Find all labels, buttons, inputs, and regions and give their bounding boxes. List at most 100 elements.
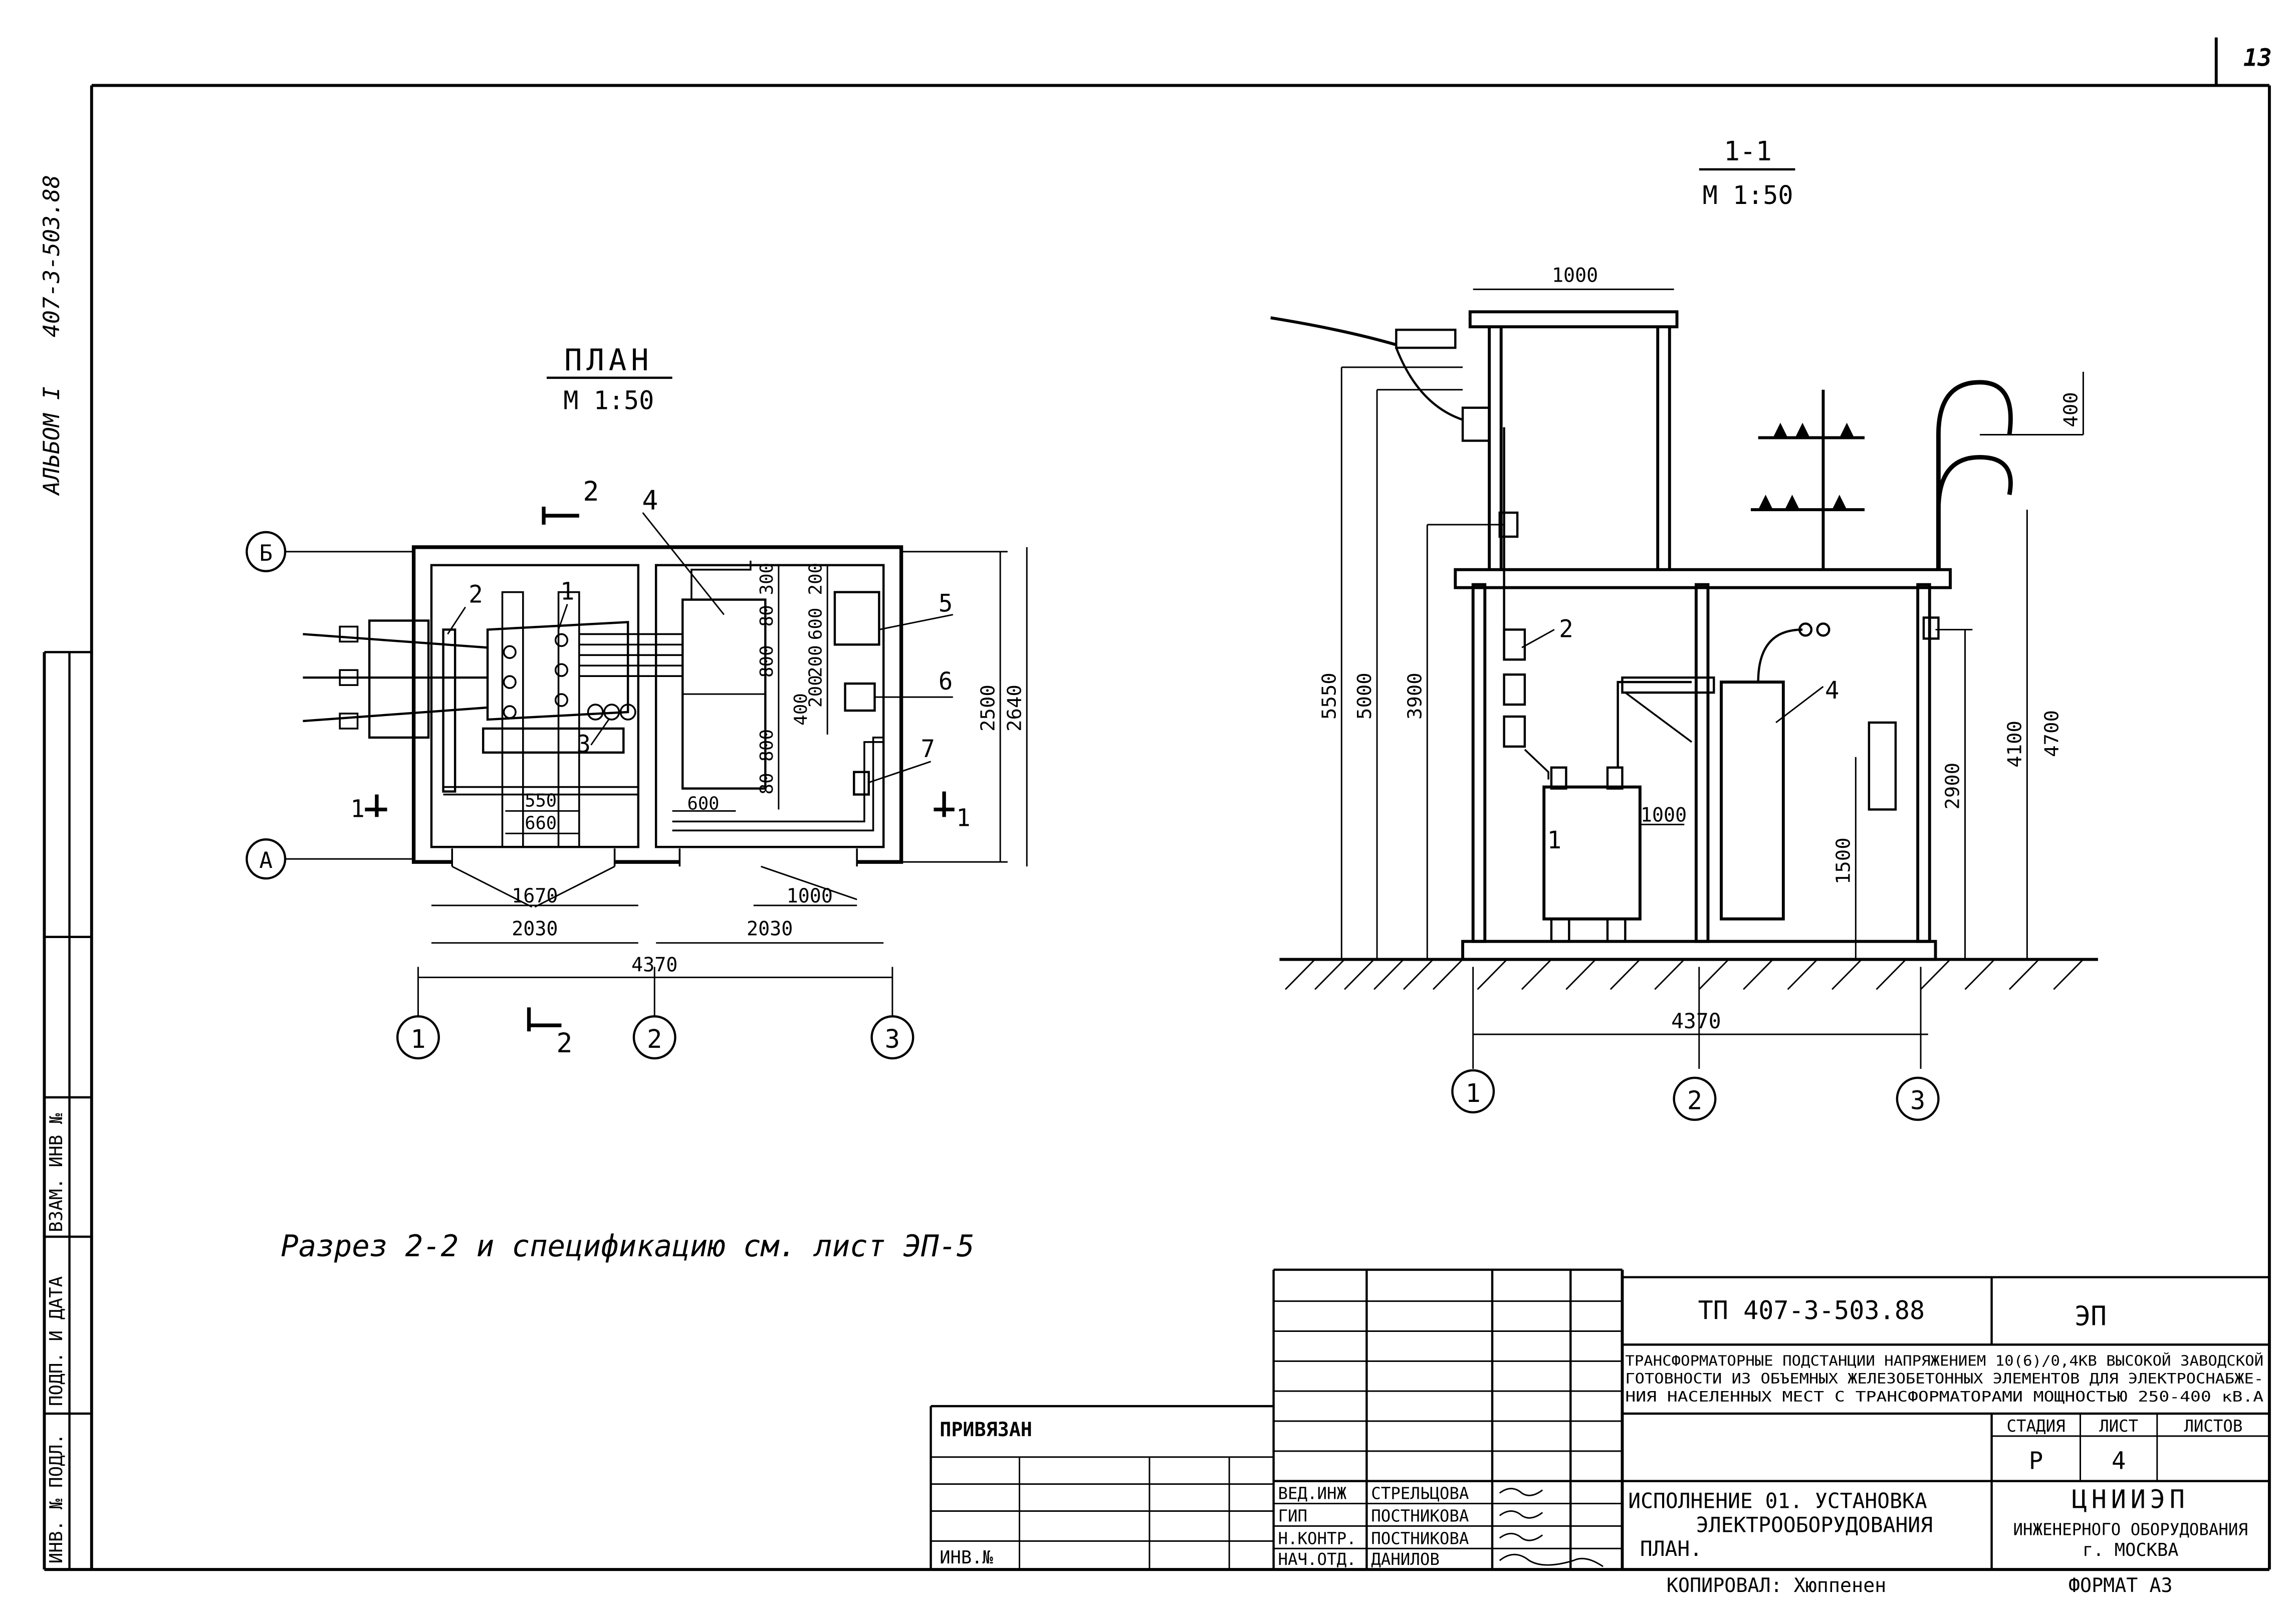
plan-dim-80a: 80 (757, 605, 777, 626)
name-4: ДАНИЛОВ (1371, 1550, 1440, 1569)
section-dim-5550: 5550 (1318, 672, 1341, 720)
plan-dim-600a: 600 (806, 608, 826, 640)
plan-dim-200a: 200 (806, 563, 826, 595)
signatures (1499, 1488, 1603, 1567)
left-stamp-table (43, 651, 92, 1570)
plan-axis-number-3: 3 (885, 1024, 900, 1054)
name-1: СТРЕЛЬЦОВА (1371, 1484, 1469, 1503)
section-dim-5000: 5000 (1353, 672, 1376, 720)
stamp-label-podp-data: ПОДП. И ДАТА (46, 1276, 67, 1406)
plan-title: ПЛАН (564, 343, 653, 378)
plan-axis-number-1: 1 (410, 1024, 425, 1054)
plan-dim-800a: 800 (757, 645, 777, 677)
org-city: г. МОСКВА (2083, 1540, 2179, 1560)
plan-dim-800b: 800 (757, 729, 777, 762)
role-3: Н.КОНТР. (1278, 1529, 1356, 1548)
plan-dim-2500: 2500 (977, 684, 1000, 732)
plan-dim-660: 660 (525, 813, 557, 833)
stage-header: СТАДИЯ (2007, 1417, 2065, 1436)
plan-item-3: 3 (576, 731, 590, 758)
plan-section-markers (365, 507, 955, 1032)
section-item-4: 4 (1825, 677, 1839, 705)
plan-item-2: 2 (469, 581, 483, 608)
section-dimension-lines (1340, 288, 2084, 1069)
name-2: ПОСТНИКОВА (1371, 1506, 1469, 1525)
role-1: ВЕД.ИНЖ (1278, 1484, 1346, 1503)
section-axis-3: 3 (1910, 1085, 1925, 1115)
role-2: ГИП (1278, 1506, 1307, 1525)
section-dim-4100: 4100 (2004, 721, 2026, 768)
role-4: НАЧ.ОТД. (1278, 1550, 1356, 1569)
plan-dim-600b: 600 (687, 793, 720, 814)
format-label: ФОРМАТ А3 (2069, 1574, 2173, 1597)
plan-dim-1000: 1000 (787, 885, 833, 907)
section-dim-2900: 2900 (1942, 763, 1964, 810)
section-dim-400: 400 (2060, 392, 2083, 427)
plan-dim-300: 300 (757, 563, 777, 595)
sheets-header: ЛИСТОВ (2184, 1417, 2242, 1436)
section-mark-2-bottom: 2 (556, 1027, 572, 1059)
page-number: 13 (2243, 44, 2272, 72)
sheet-title-line-2: ЭЛЕКТРООБОРУДОВАНИЯ (1696, 1512, 1933, 1537)
section-scale: М 1:50 (1703, 180, 1793, 210)
plan-dim-4370: 4370 (631, 954, 677, 976)
reference-note: Разрез 2-2 и спецификацию см. лист ЭП-5 (281, 1229, 974, 1264)
sheet-frame (44, 37, 2271, 1571)
section-mark-1-right: 1 (956, 804, 970, 832)
plan-dim-200b: 200 (806, 645, 826, 677)
section-dim-1500: 1500 (1832, 837, 1855, 884)
plan-dim-1670: 1670 (512, 885, 558, 907)
plan-item-1: 1 (560, 578, 574, 605)
plan-dim-550: 550 (525, 790, 557, 811)
plan-dim-200c: 200 (806, 675, 826, 708)
title-project-line-1: ТРАНСФОРМАТОРНЫЕ ПОДСТАНЦИИ НАПРЯЖЕНИЕМ … (1625, 1352, 2263, 1369)
stage-value: Р (2029, 1447, 2043, 1475)
plan-axis-letter-b: Б (259, 540, 273, 566)
section-drawing (1270, 310, 2098, 990)
section-dim-3900: 3900 (1404, 672, 1427, 720)
plan-item-4: 4 (642, 485, 658, 516)
plan-dim-80b: 80 (757, 773, 777, 794)
section-axis-1: 1 (1466, 1078, 1481, 1107)
org-line-2: ИНЖЕНЕРНОГО ОБОРУДОВАНИЯ (2013, 1520, 2248, 1539)
sheet-value: 4 (2112, 1447, 2126, 1475)
plan-drawing (303, 545, 903, 908)
section-dim-4370: 4370 (1671, 1009, 1721, 1033)
plan-scale: М 1:50 (563, 385, 654, 415)
section-mark-1-left: 1 (350, 795, 364, 823)
name-3: ПОСТНИКОВА (1371, 1529, 1469, 1548)
title-doc-code: ТП 407-3-503.88 (1698, 1295, 1925, 1325)
title-project-line-2: ГОТОВНОСТИ ИЗ ОБЪЕМНЫХ ЖЕЛЕЗОБЕТОННЫХ ЭЛ… (1625, 1371, 2263, 1387)
album-code: 407-3-503.88 (39, 175, 65, 337)
title-project-line-3: НИЯ НАСЕЛЕННЫХ МЕСТ С ТРАНСФОРМАТОРАМИ М… (1625, 1389, 2263, 1405)
section-item-1: 1 (1547, 827, 1561, 854)
copied-by: КОПИРОВАЛ: Хюппенен (1667, 1574, 1886, 1597)
plan-axis-letter-a: А (259, 847, 273, 873)
privyazan-label: ПРИВЯЗАН (940, 1419, 1032, 1441)
section-dim-4700: 4700 (2041, 710, 2063, 757)
plan-dimension-lines (418, 547, 1028, 978)
section-axes (1451, 1069, 1940, 1121)
sheet-title-line-3: ПЛАН. (1640, 1536, 1702, 1561)
title-block-grid (930, 1268, 2269, 1570)
plan-leaders (447, 512, 954, 784)
sheet-header: ЛИСТ (2099, 1417, 2138, 1436)
section-mark-2-top: 2 (583, 476, 599, 507)
album-label: АЛЬБОМ I (39, 386, 65, 496)
section-title: 1-1 (1724, 135, 1772, 167)
plan-axis-number-2: 2 (647, 1024, 662, 1054)
org-name: ЦНИИЭП (2072, 1484, 2189, 1514)
section-axis-2: 2 (1687, 1085, 1702, 1115)
stamp-label-inv-podl: ИНВ. № ПОДЛ. (46, 1434, 67, 1563)
sheet-title-line-1: ИСПОЛНЕНИЕ 01. УСТАНОВКА (1628, 1488, 1927, 1513)
plan-item-7: 7 (921, 735, 935, 763)
plan-item-5: 5 (939, 590, 953, 617)
section-dim-1000-mid: 1000 (1641, 804, 1687, 826)
plan-dim-400: 400 (791, 693, 811, 726)
section-item-2: 2 (1559, 615, 1573, 643)
plan-axes (246, 531, 914, 1060)
plan-dim-2030b: 2030 (747, 918, 793, 940)
inv-no-label: ИНВ.№ (940, 1547, 993, 1568)
plan-item-6: 6 (939, 668, 953, 696)
